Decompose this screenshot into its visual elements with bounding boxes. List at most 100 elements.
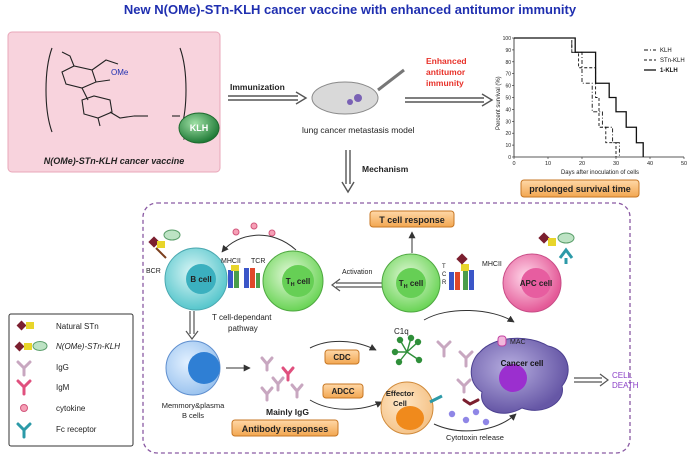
y-tick-label: 80 — [505, 60, 511, 66]
y-tick-label: 30 — [505, 119, 511, 125]
cell-death-arrow — [574, 377, 602, 383]
mainly-igg-label: Mainly IgG — [266, 407, 309, 417]
y-tick-label: 10 — [505, 143, 511, 149]
tcr-letter-r: R — [442, 280, 447, 286]
bound-igg — [436, 340, 474, 368]
adcc-badge — [322, 383, 364, 399]
antibody-badge — [231, 419, 339, 437]
x-axis-label: Days after inoculation of cells — [561, 170, 639, 176]
tcr-letter-t: T — [442, 264, 446, 270]
apc-antigen — [538, 232, 575, 264]
cdc-label: CDC — [333, 353, 351, 362]
cytotoxin-granule — [472, 408, 480, 416]
b-cell: B cell — [164, 247, 228, 311]
survival-badge: prolonged survival time — [520, 179, 640, 198]
c1q-label: C1q — [394, 327, 409, 336]
cytokine-icon — [268, 229, 276, 237]
survival-badge-text: prolonged survival time — [529, 184, 631, 194]
legend-igm: IgM — [56, 383, 70, 392]
svg-text:T cell response: T cell response — [379, 215, 445, 225]
fc-receptor-icon — [16, 422, 32, 439]
cell-death-line-1: CELL — [612, 371, 633, 380]
vaccine-panel: OMe n KLH N(OMe)-STn-KLH cancer vaccine — [7, 31, 221, 173]
ome-label: OMe — [111, 68, 129, 77]
mechanism-label: Mechanism — [362, 164, 409, 174]
immunization-flow: Immunization lung cancer metastasis mode… — [228, 56, 494, 194]
bcr-label: BCR — [146, 268, 161, 275]
apc-cell: APC cell — [502, 253, 562, 313]
t-cell-response-badge: T cell response — [369, 210, 455, 228]
km-series-1-klh — [514, 37, 644, 157]
mac-complex: MAC — [497, 335, 526, 347]
memory-line-1: Memmory&plasma — [162, 401, 225, 410]
effector-line-1: Effector — [386, 389, 414, 398]
cdc-badge — [324, 349, 360, 365]
model-label: lung cancer metastasis model — [302, 125, 415, 135]
legend-fc-receptor: Fc receptor — [56, 425, 97, 434]
cytokine-arrow — [221, 234, 297, 253]
immunization-label: Immunization — [230, 82, 285, 92]
b-cell-label: B cell — [190, 275, 211, 284]
mouse-icon — [311, 81, 379, 115]
legend-cytokine: cytokine — [56, 404, 86, 413]
fc-receptor-bound — [429, 394, 443, 404]
cytotoxin-granule — [448, 410, 456, 418]
legend-box: Natural STn N(OMe)-STn-KLH IgG IgM cytok… — [8, 313, 134, 447]
legend-natural-stn: Natural STn — [56, 322, 99, 331]
legend-igg: IgG — [56, 363, 69, 372]
cancer-surface-igg — [456, 378, 480, 406]
vaccine-caption: N(OMe)-STn-KLH cancer vaccine — [44, 156, 185, 166]
mhcii-right-label: MHCII — [482, 261, 502, 268]
x-tick-label: 40 — [647, 161, 653, 167]
tcr-label: TCR — [251, 258, 265, 265]
mhc-tcr-complex-right — [449, 253, 474, 290]
mac-label: MAC — [510, 339, 526, 346]
km-series-klh — [514, 37, 620, 157]
effector-cell: Effector Cell — [380, 381, 434, 435]
cytotoxin-granule — [462, 416, 470, 424]
bcr-complex — [148, 229, 181, 259]
x-tick-label: 50 — [681, 161, 687, 167]
antibody-cluster — [260, 356, 304, 402]
c1q-complex — [391, 334, 423, 366]
adcc-label: ADCC — [331, 387, 354, 396]
y-tick-label: 50 — [505, 96, 511, 102]
antibody-label: Antibody responses — [242, 424, 329, 434]
y-tick-label: 40 — [505, 107, 511, 113]
legend-label: KLH — [660, 48, 672, 54]
memory-b-cell — [165, 340, 221, 396]
y-tick-label: 70 — [505, 72, 511, 78]
cytotoxin-granule — [482, 418, 490, 426]
t-dep-arrow — [189, 311, 195, 334]
y-tick-label: 100 — [503, 36, 512, 42]
igm-icon — [16, 379, 32, 396]
th-cell-right: TH cell — [381, 253, 441, 313]
y-tick-label: 60 — [505, 84, 511, 90]
km-series-stn-klh — [514, 37, 617, 157]
y-tick-label: 90 — [505, 48, 511, 54]
cancer-nucleus — [499, 364, 527, 392]
effector-line-2: Cell — [393, 399, 407, 408]
th-cell-right-label: TH cell — [399, 279, 423, 290]
th-cell-left-label: TH cell — [286, 277, 310, 288]
klh-label: KLH — [190, 123, 209, 133]
x-tick-label: 10 — [545, 161, 551, 167]
sialyl-tn-structure — [45, 47, 187, 133]
y-tick-label: 0 — [508, 155, 511, 161]
cytotoxin-label: Cytotoxin release — [446, 433, 504, 442]
t-dep-line-2: pathway — [228, 324, 258, 333]
cytokine-legend-icon — [20, 404, 28, 412]
cell-death-line-2: DEATH — [612, 381, 639, 390]
legend-label: STn-KLH — [660, 58, 685, 64]
survival-chart: Percent survival (%) Days after inoculat… — [496, 36, 687, 176]
cytokine-icon — [232, 228, 240, 236]
mechanism-box — [142, 202, 631, 454]
y-tick-label: 20 — [505, 131, 511, 137]
x-tick-label: 0 — [512, 161, 515, 167]
activation-arrow — [336, 282, 382, 288]
cytokine-icon — [250, 222, 258, 230]
mhc-tcr-complex-left — [228, 265, 260, 288]
syringe-icon — [377, 68, 405, 92]
activation-label: Activation — [342, 269, 372, 276]
figure-title: New N(OMe)-STn-KLH cancer vaccine with e… — [124, 2, 577, 17]
